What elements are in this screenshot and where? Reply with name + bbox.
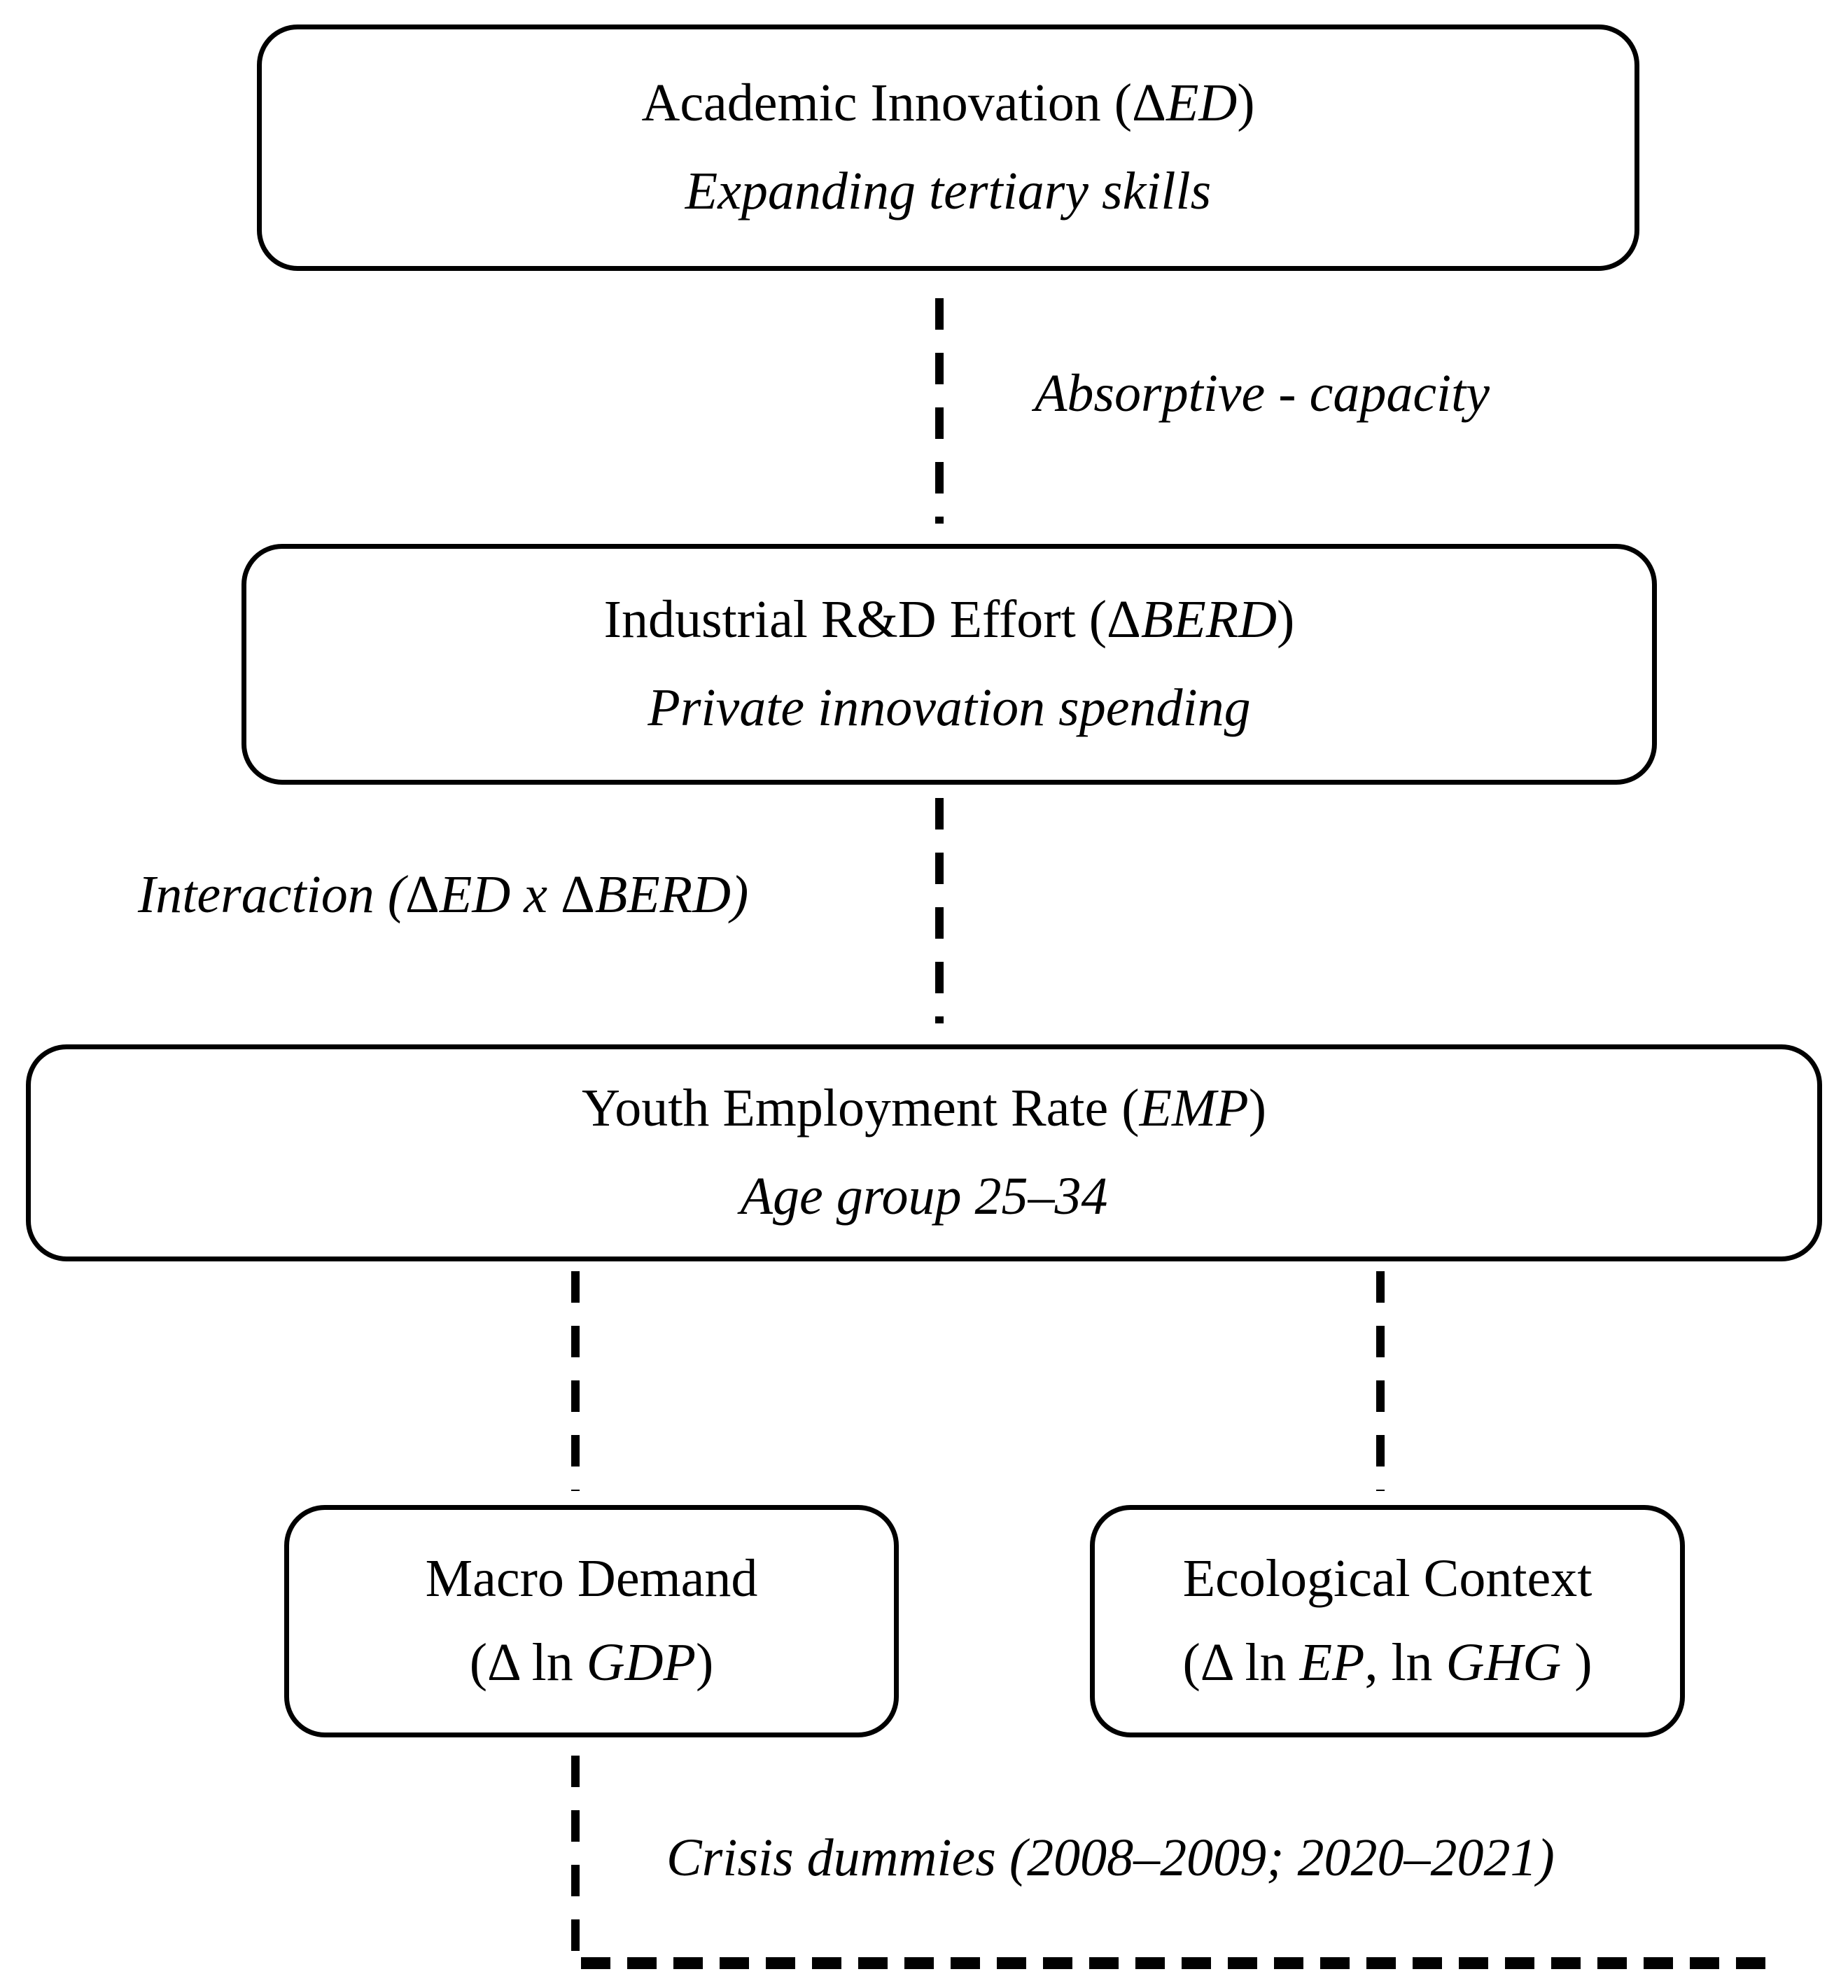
formula-text-segment: (Δ ln [469, 1633, 587, 1692]
youth-employment-rate-subtitle: Age group 25–34 [740, 1167, 1108, 1226]
academic-innovation-title: Academic Innovation (ΔED) [641, 74, 1255, 133]
label-text-segment: x [510, 865, 561, 924]
variable-name: EP [1299, 1633, 1365, 1692]
ecological-context-title: Ecological Context [1182, 1549, 1592, 1609]
dashed-line-crisis-horizontal [581, 1957, 1765, 1969]
industrial-rd-effort-box: Industrial R&D Effort (ΔBERD) Private in… [241, 544, 1657, 785]
delta-symbol: Δ [1107, 590, 1141, 650]
variable-name: GDP [586, 1633, 696, 1692]
variable-name: GHG [1446, 1633, 1562, 1692]
variable-name: BERD [1140, 590, 1278, 650]
industrial-rd-effort-subtitle: Private innovation spending [648, 678, 1251, 737]
title-text-segment: ) [1248, 1079, 1267, 1138]
variable-name: BERD [594, 865, 731, 924]
youth-employment-rate-box: Youth Employment Rate (EMP) Age group 25… [26, 1044, 1822, 1261]
macro-demand-box: Macro Demand (Δ ln GDP) [284, 1505, 899, 1737]
crisis-dummies-label: Crisis dummies (2008–2009; 2020–2021) [666, 1828, 1555, 1887]
youth-employment-rate-title: Youth Employment Rate (EMP) [581, 1079, 1267, 1138]
industrial-rd-effort-title: Industrial R&D Effort (ΔBERD) [604, 592, 1295, 648]
title-text-segment: Youth Employment Rate ( [581, 1079, 1140, 1138]
title-text-segment: Industrial R&D Effort ( [603, 590, 1107, 650]
academic-innovation-box: Academic Innovation (ΔED) Expanding tert… [257, 24, 1639, 271]
dashed-connector-academic-industrial [935, 298, 944, 524]
interaction-label: Interaction (ΔED x ΔBERD) [138, 868, 748, 921]
variable-name: ED [1166, 74, 1238, 133]
dashed-connector-industrial-youth [935, 798, 944, 1023]
formula-text-segment: ) [1561, 1633, 1592, 1692]
ecological-context-box: Ecological Context (Δ ln EP, ln GHG ) [1090, 1505, 1685, 1737]
delta-symbol: Δ [405, 865, 440, 924]
title-text-segment: ) [1237, 74, 1255, 133]
ecological-context-formula: (Δ ln EP, ln GHG ) [1182, 1633, 1592, 1692]
academic-innovation-subtitle: Expanding tertiary skills [685, 162, 1212, 220]
formula-text-segment: (Δ ln [1182, 1633, 1300, 1692]
dashed-connector-youth-macro [571, 1271, 580, 1491]
delta-symbol: Δ [1132, 74, 1166, 133]
variable-name: EMP [1139, 1079, 1249, 1138]
variable-name: ED [439, 865, 511, 924]
delta-symbol: Δ [560, 865, 595, 924]
macro-demand-title: Macro Demand [425, 1549, 758, 1609]
title-text-segment: Academic Innovation ( [641, 74, 1133, 133]
label-text-segment: Interaction ( [138, 865, 406, 924]
title-text-segment: ) [1277, 590, 1295, 650]
macro-demand-formula: (Δ ln GDP) [469, 1633, 714, 1692]
formula-text-segment: , ln [1364, 1633, 1446, 1692]
formula-text-segment: ) [696, 1633, 714, 1692]
label-text-segment: ) [730, 865, 749, 924]
dashed-connector-macro-crisis [571, 1756, 580, 1974]
absorptive-capacity-label: Absorptive - capacity [1035, 364, 1490, 423]
dashed-connector-youth-ecological [1376, 1271, 1385, 1491]
